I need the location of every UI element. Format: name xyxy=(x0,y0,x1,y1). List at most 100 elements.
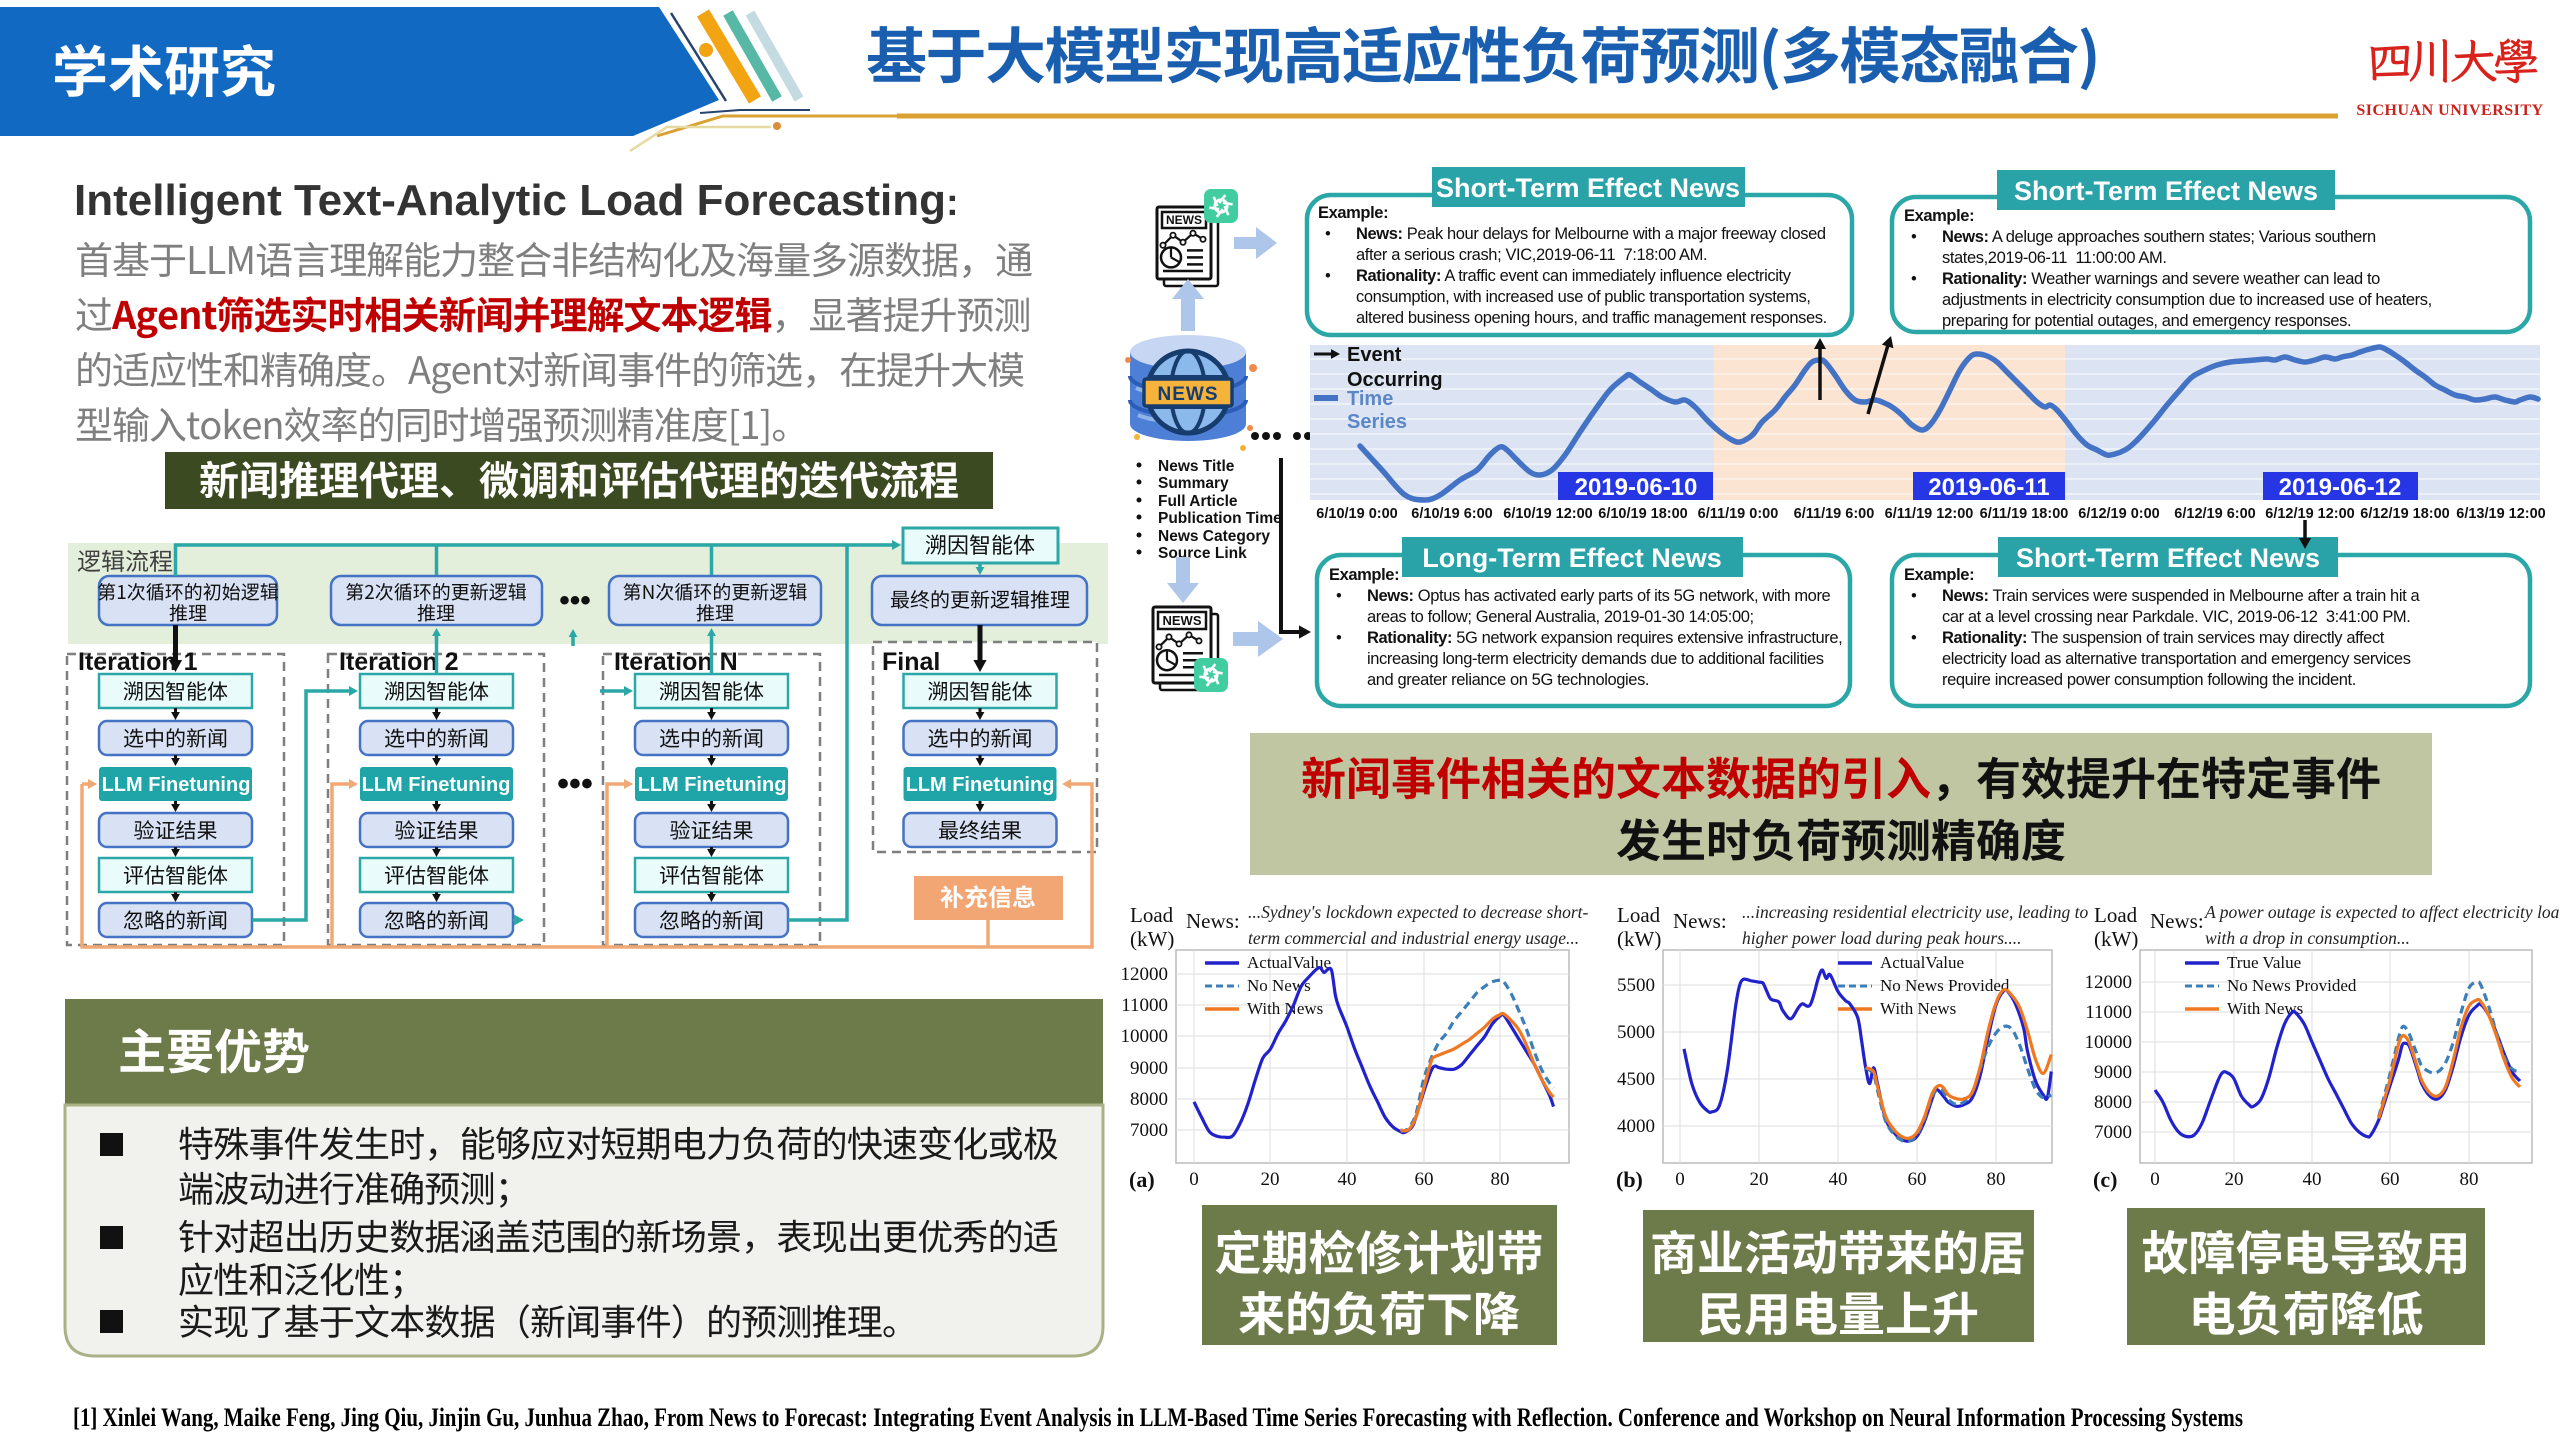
svg-text:(kW): (kW) xyxy=(1617,927,1661,951)
svg-text:With News: With News xyxy=(1880,999,1956,1018)
svg-text:6/10/19 6:00: 6/10/19 6:00 xyxy=(1411,506,1492,522)
svg-text:10000: 10000 xyxy=(1121,1026,1169,1047)
svg-text:Final: Final xyxy=(882,648,940,676)
svg-text:term commercial and industrial: term commercial and industrial energy us… xyxy=(1248,928,1579,948)
svg-text:6/11/19 18:00: 6/11/19 18:00 xyxy=(1980,506,2069,522)
svg-text:News:: News: xyxy=(1673,909,1727,933)
svg-text:8000: 8000 xyxy=(2094,1092,2132,1113)
svg-text:Occurring: Occurring xyxy=(1347,369,1443,391)
svg-text:Iteration N: Iteration N xyxy=(614,648,738,676)
svg-text:Long-Term Effect News: Long-Term Effect News xyxy=(1422,543,1722,573)
svg-text:60: 60 xyxy=(1908,1169,1927,1190)
svg-text:12000: 12000 xyxy=(2085,972,2133,993)
svg-text:Source Link: Source Link xyxy=(1158,545,1247,562)
svg-text:NEWS: NEWS xyxy=(1163,613,1202,628)
svg-text:60: 60 xyxy=(2381,1169,2400,1190)
svg-text:No News: No News xyxy=(1247,976,1311,995)
svg-text:News:: News: xyxy=(2150,909,2204,933)
svg-text:10000: 10000 xyxy=(2085,1032,2133,1053)
svg-text:20: 20 xyxy=(1750,1169,1769,1190)
svg-text:6/10/19 18:00: 6/10/19 18:00 xyxy=(1598,506,1688,522)
svg-text:11000: 11000 xyxy=(2085,1002,2132,1023)
svg-text:6/12/19 18:00: 6/12/19 18:00 xyxy=(2360,506,2450,522)
svg-text:No News Provided: No News Provided xyxy=(2227,976,2357,995)
svg-text:9000: 9000 xyxy=(2094,1062,2132,1083)
svg-text:With News: With News xyxy=(1247,999,1323,1018)
svg-text:6/11/19 12:00: 6/11/19 12:00 xyxy=(1885,506,1974,522)
svg-text:NEWS: NEWS xyxy=(1158,384,1219,405)
svg-text:(a): (a) xyxy=(1129,1167,1155,1192)
svg-text:News:: News: xyxy=(1186,909,1240,933)
svg-text:4000: 4000 xyxy=(1617,1116,1655,1137)
svg-text:4500: 4500 xyxy=(1617,1069,1655,1090)
svg-text:News Title: News Title xyxy=(1158,458,1235,475)
svg-text:6/11/19 0:00: 6/11/19 0:00 xyxy=(1698,506,1779,522)
svg-text:Summary: Summary xyxy=(1158,475,1229,492)
svg-text:0: 0 xyxy=(1189,1169,1199,1190)
svg-text:(c): (c) xyxy=(2093,1167,2117,1192)
svg-text:7000: 7000 xyxy=(2094,1122,2132,1143)
svg-text:11000: 11000 xyxy=(1121,995,1168,1016)
svg-text:9000: 9000 xyxy=(1130,1058,1168,1079)
svg-text:6/12/19 0:00: 6/12/19 0:00 xyxy=(2078,506,2159,522)
svg-text:News Category: News Category xyxy=(1158,528,1270,545)
svg-text:SICHUAN UNIVERSITY: SICHUAN UNIVERSITY xyxy=(2356,102,2543,119)
svg-text:[1] Xinlei Wang, Maike Feng, J: [1] Xinlei Wang, Maike Feng, Jing Qiu, J… xyxy=(73,1403,2243,1432)
svg-text:5000: 5000 xyxy=(1617,1022,1655,1043)
svg-text:40: 40 xyxy=(1829,1169,1848,1190)
svg-text:Time: Time xyxy=(1347,388,1393,410)
svg-text:...Sydney's lockdown expected: ...Sydney's lockdown expected to decreas… xyxy=(1248,902,1589,922)
svg-text:(kW): (kW) xyxy=(1130,927,1174,951)
svg-text:2019-06-10: 2019-06-10 xyxy=(1575,474,1698,501)
svg-text:12000: 12000 xyxy=(1121,964,1169,985)
svg-text:80: 80 xyxy=(1987,1169,2006,1190)
svg-text:LLM Finetuning: LLM Finetuning xyxy=(906,774,1055,796)
svg-text:7000: 7000 xyxy=(1130,1120,1168,1141)
svg-text:(kW): (kW) xyxy=(2094,927,2138,951)
svg-text:60: 60 xyxy=(1415,1169,1434,1190)
svg-text:6/13/19 12:00: 6/13/19 12:00 xyxy=(2456,506,2546,522)
svg-text:40: 40 xyxy=(1338,1169,1357,1190)
svg-text:NEWS: NEWS xyxy=(1166,213,1202,227)
svg-text:Short-Term Effect News: Short-Term Effect News xyxy=(2016,543,2320,573)
svg-text:Load: Load xyxy=(1617,903,1661,927)
svg-text:Short-Term Effect News: Short-Term Effect News xyxy=(2014,176,2318,206)
svg-text:...increasing residential elec: ...increasing residential electricity us… xyxy=(1742,902,2088,922)
svg-text:With News: With News xyxy=(2227,999,2303,1018)
svg-text:5500: 5500 xyxy=(1617,975,1655,996)
svg-text:40: 40 xyxy=(2303,1169,2322,1190)
svg-text:•••: ••• xyxy=(559,584,591,617)
svg-text:ActualValue: ActualValue xyxy=(1880,953,1964,972)
svg-text:6/12/19 12:00: 6/12/19 12:00 xyxy=(2265,506,2355,522)
svg-text:8000: 8000 xyxy=(1130,1089,1168,1110)
svg-text:Intelligent Text-Analytic Load: Intelligent Text-Analytic Load Forecasti… xyxy=(74,176,959,225)
svg-text:higher power load during peak: higher power load during peak hours.... xyxy=(1742,928,2022,948)
svg-text:(b): (b) xyxy=(1616,1167,1643,1192)
svg-text:•••: ••• xyxy=(557,765,593,803)
svg-text:Iteration 2: Iteration 2 xyxy=(339,648,458,676)
svg-text:Event: Event xyxy=(1347,344,1402,366)
svg-text:Short-Term Effect News: Short-Term Effect News xyxy=(1436,173,1740,203)
svg-text:0: 0 xyxy=(2150,1169,2160,1190)
svg-text:2019-06-12: 2019-06-12 xyxy=(2279,474,2402,501)
svg-text:with a drop in consumption...: with a drop in consumption... xyxy=(2205,928,2410,948)
svg-text:6/11/19 6:00: 6/11/19 6:00 xyxy=(1794,506,1875,522)
svg-text:ActualValue: ActualValue xyxy=(1247,953,1331,972)
svg-text:LLM Finetuning: LLM Finetuning xyxy=(362,774,511,796)
svg-text:80: 80 xyxy=(1491,1169,1510,1190)
svg-text:LLM Finetuning: LLM Finetuning xyxy=(102,774,251,796)
svg-text:6/10/19 0:00: 6/10/19 0:00 xyxy=(1316,506,1397,522)
svg-text:Load: Load xyxy=(2094,903,2138,927)
svg-text:Publication Time: Publication Time xyxy=(1158,510,1282,527)
svg-text:Full Article: Full Article xyxy=(1158,493,1238,510)
svg-text:6/10/19 12:00: 6/10/19 12:00 xyxy=(1503,506,1593,522)
svg-text:6/12/19 6:00: 6/12/19 6:00 xyxy=(2174,506,2255,522)
svg-text:A power outage is expected to: A power outage is expected to affect ele… xyxy=(2204,902,2560,922)
svg-text:20: 20 xyxy=(2225,1169,2244,1190)
svg-text:2019-06-11: 2019-06-11 xyxy=(1928,474,2049,501)
svg-text:0: 0 xyxy=(1675,1169,1685,1190)
svg-text:LLM Finetuning: LLM Finetuning xyxy=(638,774,787,796)
svg-text:80: 80 xyxy=(2460,1169,2479,1190)
svg-text:20: 20 xyxy=(1261,1169,1280,1190)
svg-text:Load: Load xyxy=(1130,903,1174,927)
